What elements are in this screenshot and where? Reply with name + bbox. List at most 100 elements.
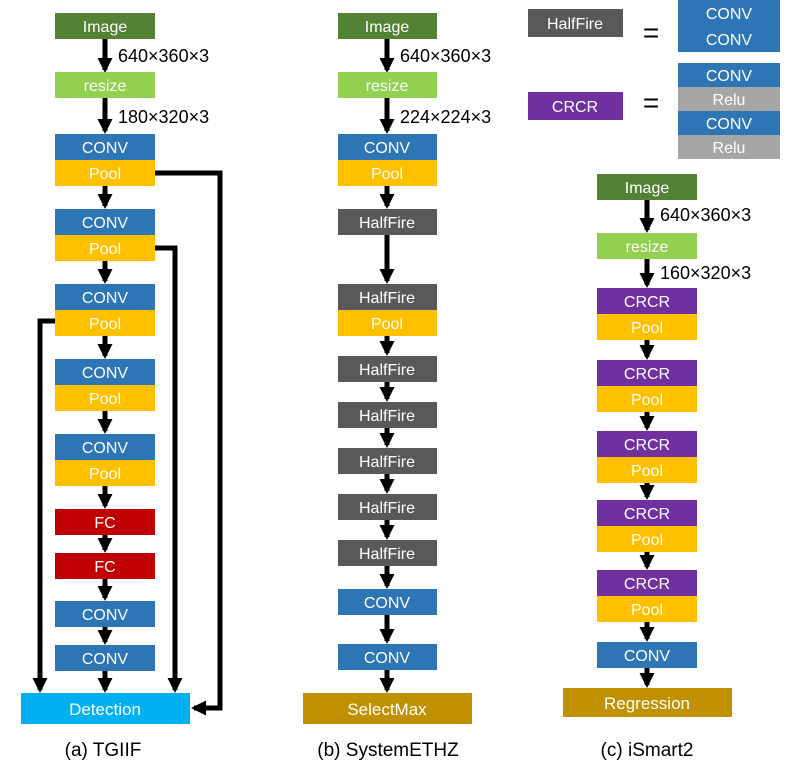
pool-block (55, 310, 155, 336)
crcr-label: CRCR (624, 506, 670, 523)
legend-relu-block (678, 135, 780, 159)
halffire-block (338, 356, 437, 382)
legend-conv-label: CONV (706, 116, 753, 133)
halffire-label: HalfFire (359, 546, 415, 563)
crcr-block (597, 431, 697, 457)
resize-label: resize (626, 239, 669, 256)
pool-block (55, 460, 155, 486)
pool-block (55, 235, 155, 261)
pool-label: Pool (631, 463, 663, 480)
conv-block (55, 434, 155, 460)
halffire-block (338, 209, 437, 235)
resized-dimension: 224×224×3 (400, 107, 491, 127)
input-dimension: 640×360×3 (400, 46, 491, 66)
pool-label: Pool (89, 316, 121, 333)
halffire-label: HalfFire (359, 362, 415, 379)
crcr-block (597, 570, 697, 596)
conv-block (338, 589, 437, 615)
crcr-label: CRCR (624, 437, 670, 454)
resize-block (55, 72, 155, 98)
resize-block (338, 72, 437, 98)
halffire-label: HalfFire (359, 215, 415, 232)
halffire-block (338, 494, 437, 520)
regression-label: Regression (604, 694, 690, 713)
pool-label: Pool (89, 466, 121, 483)
conv-block (338, 134, 437, 160)
conv-label: CONV (82, 215, 129, 232)
resize-label: resize (84, 78, 127, 95)
legend-halffire-block (528, 9, 623, 37)
crcr-block (597, 288, 697, 314)
legend-relu-label: Relu (713, 140, 746, 157)
resized-dimension: 180×320×3 (118, 107, 209, 127)
panel-a-tgiif: Image 640×360×3 resize 180×320×3 CONV Po… (21, 13, 223, 761)
input-dimension: 640×360×3 (118, 46, 209, 66)
halffire-block (338, 284, 437, 310)
conv-label: CONV (82, 440, 129, 457)
legend-halffire-label: HalfFire (547, 16, 603, 33)
crcr-block (597, 500, 697, 526)
selectmax-label: SelectMax (347, 700, 427, 719)
crcr-label: CRCR (624, 576, 670, 593)
equals-sign: = (643, 87, 659, 118)
conv-label: CONV (82, 607, 129, 624)
fc-block (55, 509, 155, 535)
legend-conv-label: CONV (706, 32, 753, 49)
equals-sign: = (643, 17, 659, 48)
conv-label: CONV (82, 140, 129, 157)
fc-label: FC (94, 515, 115, 532)
panel-c-ismart2: Image 640×360×3 resize 160×320×3 CRCR Po… (563, 174, 751, 761)
pool-block (597, 596, 697, 622)
halffire-block (338, 540, 437, 566)
conv-label: CONV (82, 365, 129, 382)
pool-label: Pool (371, 166, 403, 183)
conv-block (55, 284, 155, 310)
crcr-block (597, 360, 697, 386)
conv-label: CONV (364, 140, 411, 157)
pool-block (338, 160, 437, 186)
pool-label: Pool (631, 392, 663, 409)
conv-block (55, 134, 155, 160)
fc-label: FC (94, 559, 115, 576)
legend-relu-block (678, 87, 780, 111)
image-label: Image (365, 19, 410, 36)
conv-block (55, 645, 155, 671)
legend-conv-block (678, 26, 780, 52)
pool-block (597, 457, 697, 483)
image-block (597, 174, 697, 200)
conv-block (55, 359, 155, 385)
legend-conv-block (678, 0, 780, 26)
pool-label: Pool (89, 241, 121, 258)
pool-label: Pool (89, 166, 121, 183)
image-label: Image (83, 19, 128, 36)
conv-label: CONV (364, 595, 411, 612)
pool-label: Pool (371, 316, 403, 333)
pool-label: Pool (631, 602, 663, 619)
legend-conv-label: CONV (706, 6, 753, 23)
skip-connection-arrow (155, 170, 223, 716)
conv-block (55, 209, 155, 235)
conv-label: CONV (82, 651, 129, 668)
caption-tgiif: (a) TGIIF (65, 740, 142, 761)
crcr-label: CRCR (624, 366, 670, 383)
pool-block (55, 385, 155, 411)
pool-block (338, 310, 437, 336)
pool-block (597, 526, 697, 552)
image-label: Image (625, 180, 670, 197)
resized-dimension: 160×320×3 (660, 263, 751, 283)
halffire-block (338, 402, 437, 428)
conv-label: CONV (364, 650, 411, 667)
conv-label: CONV (624, 648, 671, 665)
resize-block (597, 233, 697, 259)
fc-block (55, 553, 155, 579)
conv-block (55, 601, 155, 627)
halffire-label: HalfFire (359, 408, 415, 425)
input-dimension: 640×360×3 (660, 205, 751, 225)
conv-label: CONV (82, 290, 129, 307)
conv-block (597, 642, 697, 668)
legend-conv-block (678, 63, 780, 87)
pool-label: Pool (631, 532, 663, 549)
legend: HalfFire = CONV CONV CRCR = CONV Relu CO… (528, 0, 780, 159)
legend-conv-block (678, 111, 780, 135)
